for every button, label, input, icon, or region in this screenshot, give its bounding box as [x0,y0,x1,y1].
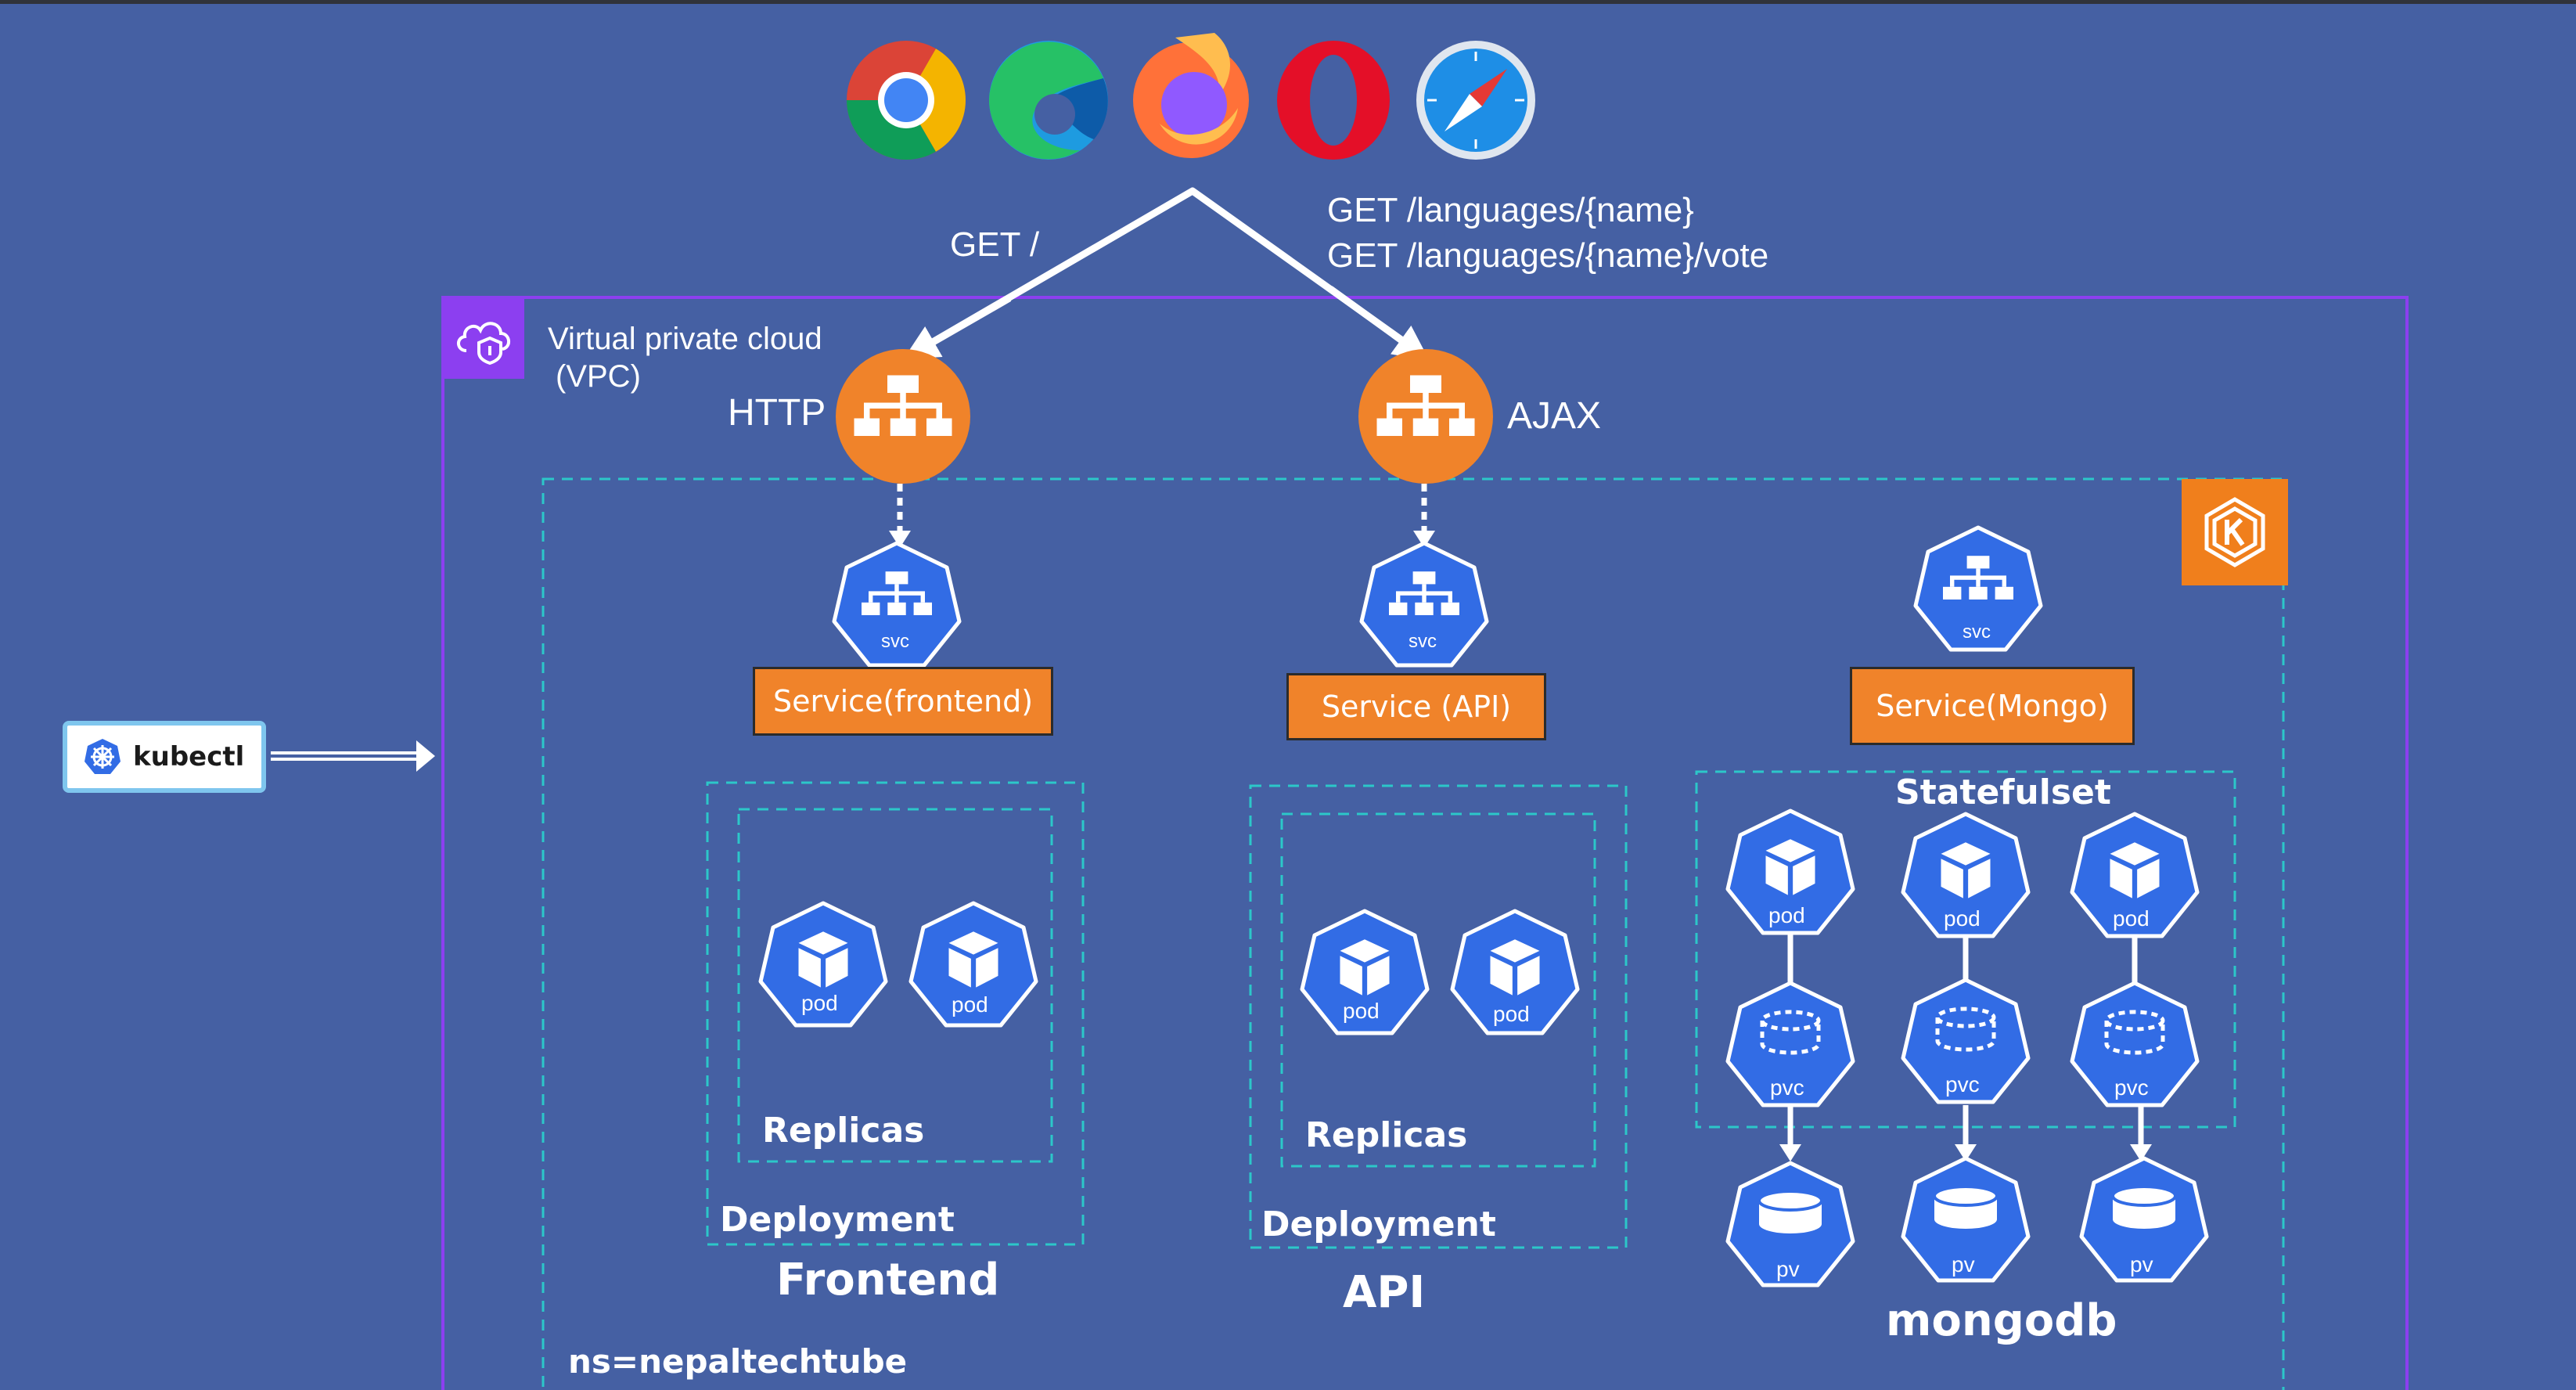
pv-icon [1728,1163,1853,1285]
api-deployment-box [1249,784,1628,1249]
kubectl-badge: kubectl [63,721,266,793]
service-mongo-box: Service(Mongo) [1850,667,2135,745]
vpc-abbrev-label: (VPC) [556,359,641,394]
pvc-icon [1728,983,1853,1105]
pod-tag: pod [1493,1002,1530,1026]
pod-tag: pod [2113,906,2150,931]
pv-tag: pv [1952,1252,1975,1277]
pod-tag: pod [1768,903,1805,927]
http-load-balancer-icon [836,349,970,484]
cloud-shield-icon [443,297,524,379]
pvc-icon [1903,980,2028,1102]
vpc-label: Virtual private cloud [548,322,822,356]
svc-tag: svc [1963,621,1991,643]
opera-icon [1277,41,1390,160]
firefox-icon [1133,33,1249,158]
pod-tag: pod [1343,999,1380,1023]
svc-tag: svc [1409,631,1437,652]
api-title: API [1343,1267,1426,1318]
http-label: HTTP [728,392,826,434]
edge-icon [989,41,1108,160]
statefulset-box [1695,770,2236,1129]
ajax-load-balancer-icon [1358,349,1493,484]
safari-icon [1416,41,1535,160]
api-replicas-box [1280,812,1596,1168]
pvc-tag: pvc [2114,1075,2149,1100]
pv-icon [2081,1158,2207,1280]
kubernetes-helm-icon [85,739,121,774]
get-vote-label: GET /languages/{name}/vote [1327,236,1769,275]
pod-tag: pod [801,991,838,1015]
eks-icon [2182,479,2288,585]
frontend-title: Frontend [776,1255,1000,1305]
vpc-boundary [441,296,2409,1390]
ajax-label: AJAX [1507,395,1602,437]
chrome-icon [847,41,966,160]
api-deployment-label: Deployment [1261,1205,1496,1244]
pv-tag: pv [1776,1257,1800,1281]
pvc-icon [2072,983,2197,1105]
frontend-deployment-box [706,781,1085,1246]
pvc-tag: pvc [1945,1072,1980,1097]
api-replicas-label: Replicas [1305,1115,1468,1155]
pv-icon [1903,1158,2028,1280]
pod-tag: pod [1944,906,1981,931]
statefulset-label: Statefulset [1895,772,2111,812]
frontend-replicas-box [737,808,1053,1163]
get-root-label: GET / [950,225,1040,264]
pv-tag: pv [2130,1252,2153,1277]
pod-tag: pod [952,992,988,1017]
get-languages-label: GET /languages/{name} [1327,191,1694,229]
frontend-deployment-label: Deployment [720,1200,955,1240]
kubectl-label: kubectl [133,741,245,772]
service-api-box: Service (API) [1286,673,1546,740]
frontend-replicas-label: Replicas [762,1111,925,1151]
pvc-tag: pvc [1770,1075,1804,1100]
svc-tag: svc [881,631,909,652]
mongodb-title: mongodb [1886,1295,2117,1346]
service-frontend-box: Service(frontend) [753,667,1053,736]
namespace-label: ns=nepaltechtube [568,1342,908,1381]
